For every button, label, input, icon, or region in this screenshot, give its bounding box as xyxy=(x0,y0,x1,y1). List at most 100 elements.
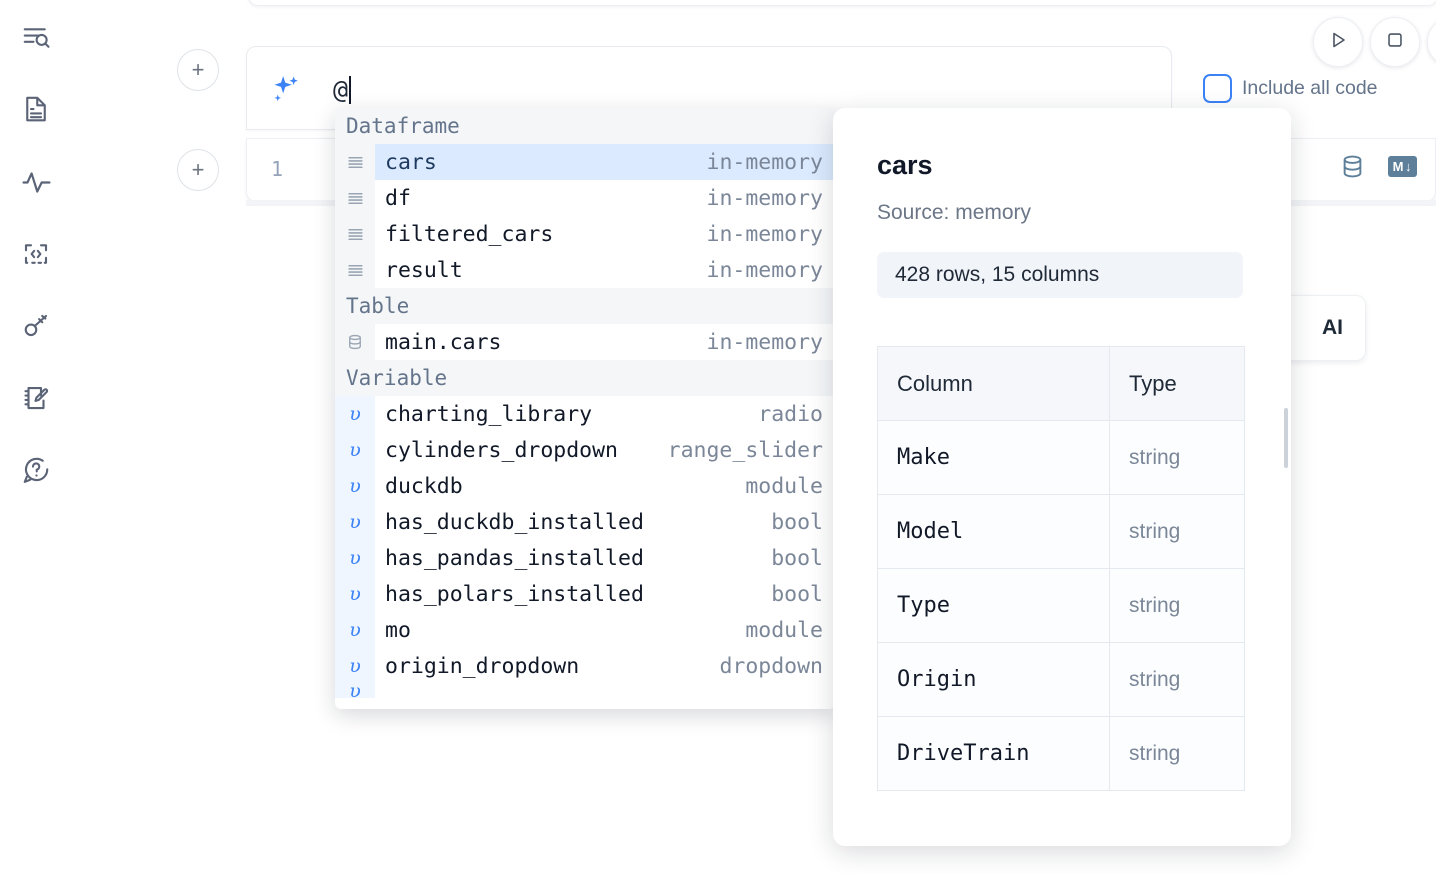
schema-column-name: Make xyxy=(877,420,1110,495)
autocomplete-item-partial[interactable]: υ xyxy=(335,684,835,698)
schema-column-type: string xyxy=(1109,568,1245,643)
sidebar-item-file-document-icon[interactable] xyxy=(12,85,60,133)
stop-button[interactable] xyxy=(1370,17,1420,67)
autocomplete-item[interactable]: υ origin_dropdown dropdown xyxy=(335,648,835,684)
autocomplete-item-name: result xyxy=(385,257,463,283)
sidebar-rail xyxy=(0,0,72,874)
dataframe-rows-icon xyxy=(335,252,375,288)
key-secrets-icon xyxy=(21,311,51,341)
sidebar-item-activity-pulse-icon[interactable] xyxy=(12,158,60,206)
cell-action-icons: M↓ xyxy=(1339,153,1417,180)
detail-shape-badge: 428 rows, 15 columns xyxy=(877,252,1243,298)
autocomplete-item-type: range_slider xyxy=(667,437,823,463)
autocomplete-item-name: duckdb xyxy=(385,473,463,499)
dataframe-detail-panel: cars Source: memory 428 rows, 15 columns… xyxy=(833,108,1291,846)
autocomplete-item-type: in-memory xyxy=(706,221,824,247)
autocomplete-item-type: in-memory xyxy=(706,257,824,283)
schema-column-type: string xyxy=(1109,494,1245,569)
schema-column-type: string xyxy=(1109,642,1245,717)
sidebar-item-explore-search-icon[interactable] xyxy=(12,14,60,62)
autocomplete-item-name: origin_dropdown xyxy=(385,653,580,679)
table-header-row: Column Type xyxy=(877,346,1245,421)
scratchpad-edit-icon xyxy=(21,383,51,413)
autocomplete-item-type: bool xyxy=(771,581,823,607)
variable-upsilon-icon: υ xyxy=(335,576,375,612)
variable-upsilon-icon: υ xyxy=(335,396,375,432)
sparkles-icon xyxy=(269,73,303,107)
line-number: 1 xyxy=(271,157,284,181)
variable-upsilon-icon: υ xyxy=(335,504,375,540)
autocomplete-item-type: in-memory xyxy=(706,185,824,211)
include-all-code-checkbox[interactable] xyxy=(1203,74,1232,103)
schema-column-name: Model xyxy=(877,494,1110,569)
markdown-arrow: ↓ xyxy=(1405,159,1412,174)
database-cylinder-icon[interactable] xyxy=(1339,153,1366,180)
schema-column-name: Origin xyxy=(877,642,1110,717)
sidebar-item-key-secrets-icon[interactable] xyxy=(12,302,60,350)
autocomplete-item-type: in-memory xyxy=(706,149,824,175)
autocomplete-item-type: dropdown xyxy=(719,653,823,679)
variable-upsilon-icon: υ xyxy=(335,432,375,468)
dataframe-rows-icon xyxy=(335,180,375,216)
autocomplete-section-header: Table xyxy=(335,288,835,324)
sidebar-item-code-snippet-icon[interactable] xyxy=(12,230,60,278)
add-cell-above-button[interactable]: + xyxy=(177,49,219,91)
type-header: Type xyxy=(1109,346,1245,421)
autocomplete-section-header: Variable xyxy=(335,360,835,396)
autocomplete-item-name: has_pandas_installed xyxy=(385,545,644,571)
markdown-badge[interactable]: M↓ xyxy=(1387,156,1417,177)
column-header: Column xyxy=(877,346,1110,421)
autocomplete-item[interactable]: result in-memory xyxy=(335,252,835,288)
autocomplete-item[interactable]: filtered_cars in-memory xyxy=(335,216,835,252)
database-cylinder-icon xyxy=(335,324,375,360)
detail-source: Source: memory xyxy=(877,201,1032,224)
help-question-icon xyxy=(21,455,51,485)
autocomplete-item[interactable]: υ charting_library radio xyxy=(335,396,835,432)
autocomplete-item-name: df xyxy=(385,185,411,211)
file-document-icon xyxy=(21,94,51,124)
markdown-letter: M xyxy=(1392,159,1404,174)
text-caret xyxy=(349,76,352,104)
autocomplete-item-type: radio xyxy=(758,401,823,427)
ai-prompt-input[interactable]: @ xyxy=(333,75,352,104)
autocomplete-item-name: has_duckdb_installed xyxy=(385,509,644,535)
more-options-button[interactable] xyxy=(1427,17,1436,67)
autocomplete-item-name: filtered_cars xyxy=(385,221,554,247)
detail-scrollbar[interactable] xyxy=(1284,408,1288,468)
autocomplete-item-name: cylinders_dropdown xyxy=(385,437,618,463)
previous-cell-edge xyxy=(248,0,1436,6)
variable-upsilon-icon: υ xyxy=(335,684,375,698)
autocomplete-item-type: module xyxy=(745,473,823,499)
activity-pulse-icon xyxy=(21,167,52,198)
schema-column-name: DriveTrain xyxy=(877,716,1110,791)
dataframe-rows-icon xyxy=(335,144,375,180)
sidebar-item-scratchpad-edit-icon[interactable] xyxy=(12,374,60,422)
autocomplete-item[interactable]: df in-memory xyxy=(335,180,835,216)
run-button[interactable] xyxy=(1313,17,1363,67)
stop-square-icon xyxy=(1384,29,1406,56)
sidebar-item-help-question-icon[interactable] xyxy=(12,446,60,494)
include-all-code-label: Include all code xyxy=(1242,77,1378,99)
autocomplete-item-name: charting_library xyxy=(385,401,593,427)
add-cell-below-button[interactable]: + xyxy=(177,149,219,191)
variable-upsilon-icon: υ xyxy=(335,648,375,684)
autocomplete-section-header: Dataframe xyxy=(335,108,835,144)
autocomplete-item-name: mo xyxy=(385,617,411,643)
code-snippet-icon xyxy=(21,239,51,269)
include-all-code-row[interactable]: Include all code xyxy=(1203,74,1378,103)
autocomplete-item[interactable]: υ cylinders_dropdown range_slider xyxy=(335,432,835,468)
dataframe-rows-icon xyxy=(335,216,375,252)
